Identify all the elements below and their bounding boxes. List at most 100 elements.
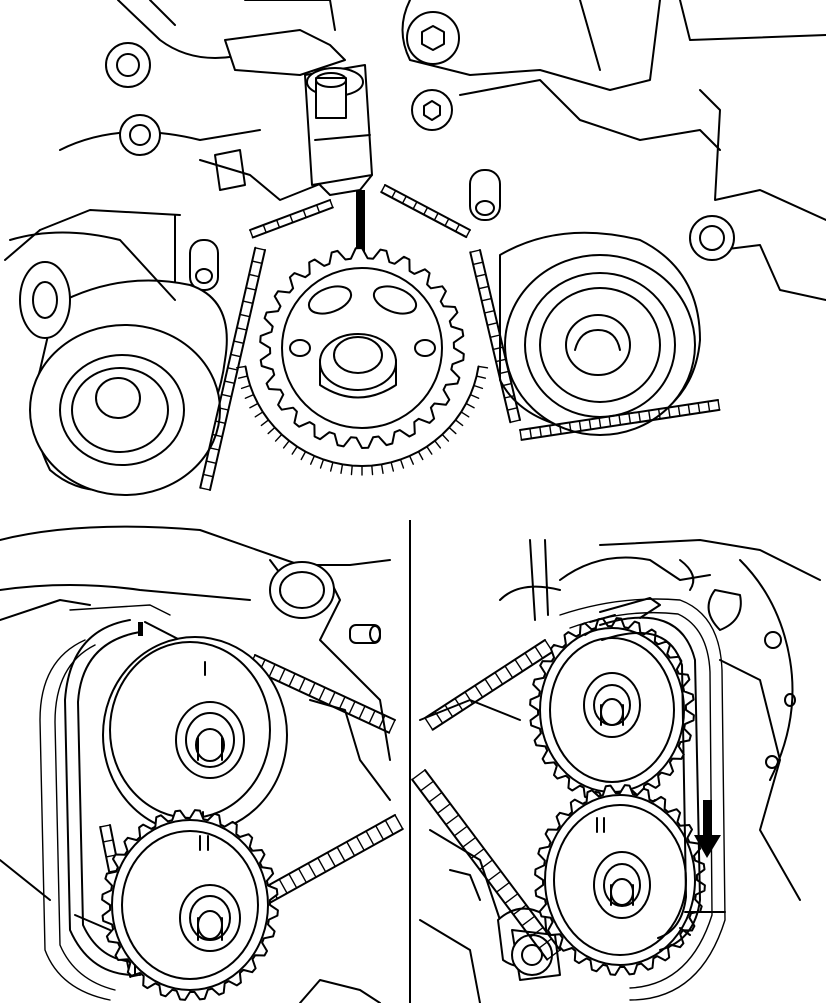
belt-bl-lower-tooth: [278, 878, 288, 894]
cam-sprocket-upper-right: [529, 617, 695, 819]
belt-left-run-tooth: [230, 353, 242, 358]
belt-br-upper-tooth: [454, 697, 464, 711]
belt-br-lower-tooth: [512, 904, 527, 916]
belt-br-lower-tooth: [538, 938, 553, 950]
belt-around-crank-tooth: [310, 455, 316, 465]
bottom-right-panel: [411, 539, 821, 1003]
belt-br-upper-tooth: [534, 645, 544, 659]
belt-bl-upper-tooth: [358, 705, 366, 720]
belt-br-lower-tooth: [419, 780, 435, 792]
belt-lower-right-run-tooth: [677, 405, 681, 417]
cam-sprocket-lower-left: [101, 809, 279, 1001]
belt-left-run: [199, 246, 266, 491]
belt-right-run-tooth: [503, 395, 515, 399]
belt-lower-right-run-tooth: [667, 406, 671, 419]
left-idler-pulley: [9, 231, 228, 496]
bolt-heads: [105, 11, 735, 291]
belt-lower-right-run-tooth: [628, 412, 632, 425]
belt-top-right-run-tooth: [423, 206, 429, 216]
belt-lower-right-run-tooth: [707, 400, 711, 413]
belt-around-crank-tooth: [380, 463, 384, 474]
belt-around-crank-tooth: [399, 458, 405, 469]
belt-top-left-run-tooth: [315, 204, 321, 214]
belt-bl-upper-tooth: [318, 686, 326, 701]
belt-around-crank-tooth: [350, 464, 353, 476]
belt-left-run-tooth: [248, 273, 260, 278]
belt-bl-lower-tooth: [288, 873, 298, 889]
belt-bl-lower-tooth: [297, 867, 308, 884]
belt-br-lower-tooth: [546, 949, 561, 961]
belt-lower-right-run-tooth: [638, 411, 641, 423]
belt-br-upper-tooth: [494, 671, 504, 685]
belt-bl-upper-tooth: [298, 677, 306, 692]
belt-bl-upper-tooth: [378, 714, 386, 729]
belt-br-lower-tooth: [479, 859, 494, 871]
belt-bl-lower-tooth: [317, 857, 327, 873]
belt-top-left-run-tooth: [329, 199, 334, 209]
belt-bl-lower-tooth: [307, 862, 317, 878]
belt-bl-lower-tooth: [384, 819, 394, 836]
belt-left-run-tooth: [227, 367, 239, 371]
belt-lower-right-run-tooth: [687, 403, 691, 416]
belt-bl-inner-tooth: [102, 839, 114, 843]
belt-right-run-tooth: [498, 370, 510, 375]
belt-bl-inner-tooth: [99, 824, 111, 828]
crankshaft-sprocket: [259, 247, 465, 449]
belt-bl-upper-tooth: [278, 668, 286, 683]
belt-left-run-tooth: [233, 340, 245, 345]
belt-around-crank-tooth: [249, 402, 259, 409]
belt-br-lower-tooth: [529, 926, 544, 938]
belt-top-right-run-tooth: [444, 218, 450, 227]
right-idler-pulley: [499, 231, 701, 436]
belt-top-right-run-tooth: [412, 201, 418, 210]
belt-br-upper-tooth: [514, 658, 524, 672]
belt-br-lower-tooth: [411, 769, 426, 781]
belt-bl-upper-tooth: [388, 719, 396, 734]
belt-br-upper-tooth: [444, 704, 454, 718]
belt-br-lower-tooth: [487, 870, 502, 882]
belt-lower-right-run-tooth: [558, 423, 562, 435]
belt-bl-lower-tooth: [346, 841, 356, 857]
belt-br-lower-tooth: [445, 814, 460, 826]
belt-right-run-tooth: [483, 310, 495, 314]
belt-bl-lower-tooth: [365, 830, 375, 846]
belt-left-run-tooth: [254, 247, 266, 251]
belt-around-crank-tooth: [267, 426, 276, 435]
belt-bl-upper: [248, 654, 396, 734]
belt-left-run-tooth: [208, 447, 220, 451]
belt-around-crank-tooth: [390, 461, 395, 472]
belt-lower-right-run-tooth: [539, 426, 542, 438]
belt-around-crank-tooth: [282, 440, 290, 449]
belt-right-run-tooth: [500, 382, 513, 387]
belt-br-upper-tooth: [424, 717, 434, 731]
belt-around-crank-tooth: [291, 445, 298, 455]
belt-br-lower: [411, 769, 561, 961]
cam-sprocket-upper-left: [102, 636, 288, 834]
belt-around-crank-tooth: [408, 455, 414, 465]
belt-right-run-tooth: [495, 358, 507, 363]
belt-bl-lower-tooth: [394, 814, 404, 830]
belt-bl-lower-tooth: [326, 851, 336, 868]
crank-sensor: [224, 29, 373, 260]
alignment-mark: [356, 190, 365, 260]
belt-left-run-tooth: [239, 313, 251, 318]
belt-top-right-run-tooth: [454, 223, 461, 233]
belt-around-crank-tooth: [260, 419, 270, 427]
belt-lower-right-run-tooth: [657, 408, 661, 420]
belt-bl-lower-tooth: [375, 825, 385, 841]
belt-around-crank-tooth: [240, 384, 251, 390]
belt-around-crank-tooth: [254, 411, 264, 418]
belt-right-run-tooth: [472, 261, 484, 266]
belt-right-run-tooth: [509, 419, 521, 423]
belt-top-left-run-tooth: [302, 209, 307, 219]
belt-top-left-run-tooth: [289, 214, 294, 224]
belt-around-crank-tooth: [237, 375, 249, 379]
belt-bl-lower: [259, 814, 404, 905]
belt-left-run-tooth: [251, 260, 263, 265]
belt-around-crank-tooth: [460, 411, 470, 418]
belt-around-crank-tooth: [340, 463, 344, 474]
belt-bl-upper-tooth: [308, 682, 316, 697]
belt-around-crank-tooth: [454, 419, 464, 427]
belt-around-crank-tooth: [441, 433, 450, 442]
belt-left-run-tooth: [202, 473, 214, 478]
